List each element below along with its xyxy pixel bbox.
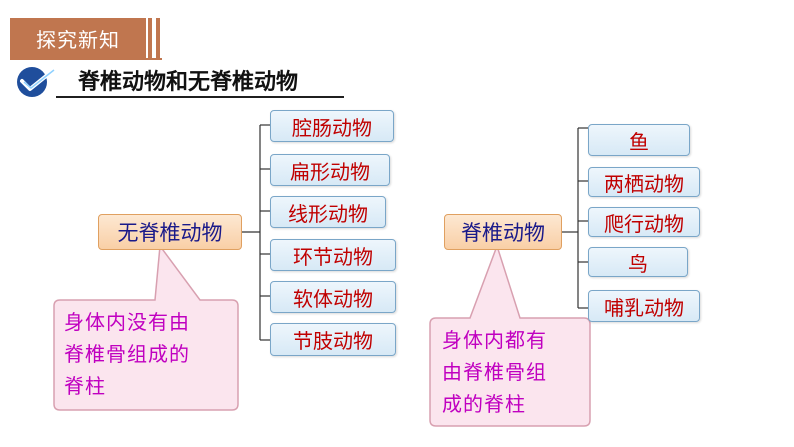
invertebrate-note-line: 脊椎骨组成的 [64,342,190,366]
vertebrate-item: 爬行动物 [588,207,700,237]
invertebrate-item: 腔肠动物 [270,110,394,142]
section-tab: 探究新知 [10,18,146,58]
header-underline [10,58,162,60]
header-decoration-bars [148,18,162,58]
checkmark-logo-icon [17,66,58,97]
invertebrate-note-line: 身体内没有由 [64,310,190,334]
invertebrate-item: 环节动物 [270,239,396,271]
invertebrate-note-bubble [53,243,239,411]
vertebrate-item: 两栖动物 [588,167,700,197]
invertebrate-note: 身体内没有由 脊椎骨组成的 脊柱 [64,306,190,402]
title-underline [56,96,344,98]
vertebrate-bracket [562,127,588,309]
invertebrate-item: 节肢动物 [270,323,396,356]
vertebrate-note-line: 成的脊柱 [442,392,526,416]
invertebrate-root-node: 无脊椎动物 [98,214,242,250]
vertebrate-root-node: 脊椎动物 [444,214,562,250]
vertebrate-note-bubble [429,243,591,427]
vertebrate-note: 身体内都有 由脊椎骨组 成的脊柱 [442,324,547,420]
vertebrate-item: 鱼 [588,124,690,156]
invertebrate-item: 扁形动物 [270,154,390,186]
vertebrate-item: 鸟 [588,247,688,277]
vertebrate-item: 哺乳动物 [588,290,700,322]
vertebrate-note-line: 身体内都有 [442,328,547,352]
invertebrate-item: 线形动物 [270,196,386,228]
section-title: 脊椎动物和无脊椎动物 [78,70,299,95]
invertebrate-bracket [242,124,270,341]
invertebrate-note-line: 脊柱 [64,374,106,398]
vertebrate-note-line: 由脊椎骨组 [442,360,547,384]
invertebrate-item: 软体动物 [270,281,396,313]
